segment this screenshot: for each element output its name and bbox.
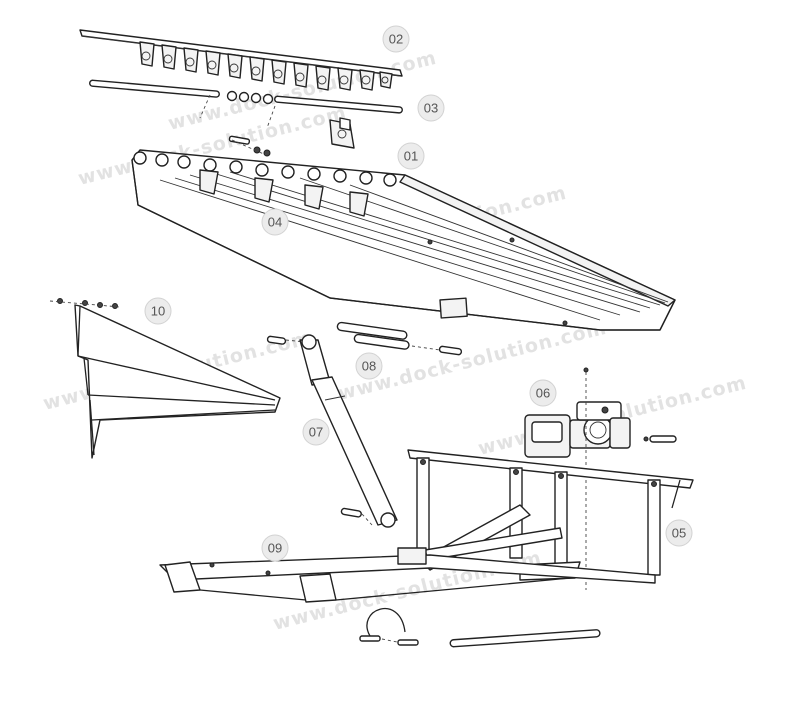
callout-09: 09 — [261, 534, 289, 562]
hinge-rod-left — [89, 79, 220, 98]
callout-02: 02 — [382, 25, 410, 53]
hinge-pins — [89, 79, 403, 129]
callout-label: 09 — [268, 541, 282, 556]
callout-04: 04 — [261, 208, 289, 236]
frame-post — [554, 471, 568, 569]
frame-post — [647, 479, 661, 576]
rear-frame — [407, 449, 694, 581]
callout-label: 04 — [268, 215, 282, 230]
callout-08: 08 — [355, 352, 383, 380]
callout-05: 05 — [665, 519, 693, 547]
callout-label: 06 — [536, 386, 550, 401]
toe-guard-bolts — [49, 298, 121, 309]
bolts-top — [228, 135, 271, 157]
base-frame — [159, 547, 656, 603]
callout-label: 05 — [672, 526, 686, 541]
callout-label: 07 — [309, 425, 323, 440]
callout-03: 03 — [417, 94, 445, 122]
safety-chain — [359, 608, 419, 646]
support-rod — [449, 629, 601, 648]
callout-label: 03 — [424, 101, 438, 116]
deck-platform — [131, 149, 676, 331]
lip-hinge-tabs — [139, 41, 393, 91]
callout-label: 02 — [389, 32, 403, 47]
hydraulic-cylinder — [299, 334, 398, 528]
callout-01: 01 — [397, 142, 425, 170]
callout-label: 08 — [362, 359, 376, 374]
callouts: 01 02 03 04 05 06 07 08 09 10 — [144, 25, 693, 562]
washers — [226, 90, 274, 105]
power-pack — [524, 367, 677, 590]
callout-07: 07 — [302, 418, 330, 446]
callout-label: 10 — [151, 304, 165, 319]
callout-06: 06 — [529, 379, 557, 407]
cylinder-pins — [266, 321, 463, 356]
callout-10: 10 — [144, 297, 172, 325]
hinge-rod-right — [274, 95, 403, 114]
hinge-bracket — [329, 117, 355, 149]
deck-lug — [439, 297, 468, 319]
lip-plate — [79, 29, 403, 91]
toe-guards — [49, 298, 281, 459]
deck-hinge-knuckles — [133, 151, 397, 217]
callout-label: 01 — [404, 149, 418, 164]
